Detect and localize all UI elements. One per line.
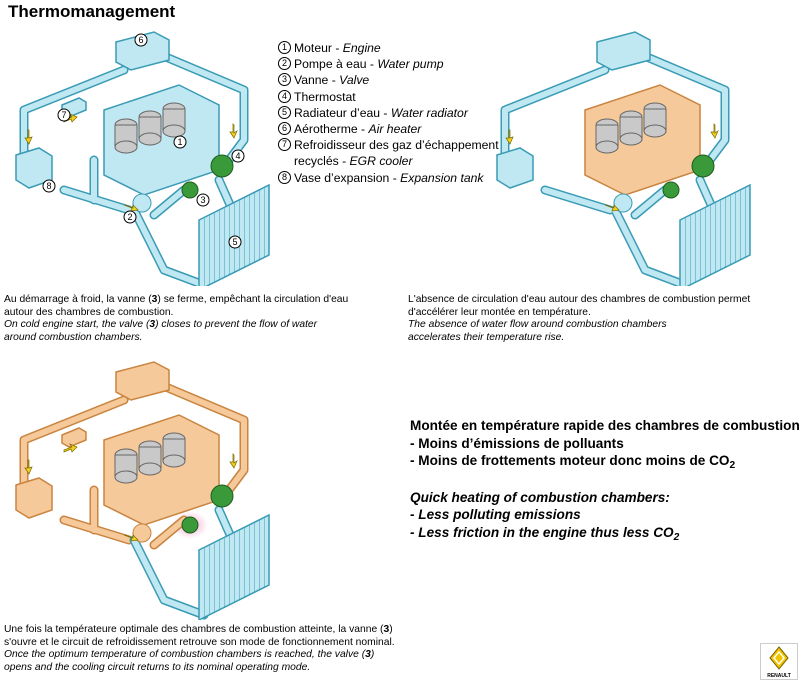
legend-number: 5 bbox=[278, 105, 291, 119]
diagram-label-1: 1 bbox=[177, 137, 182, 147]
summary-fr-title: Montée en température rapide des chambre… bbox=[410, 418, 800, 433]
diagram-label-3: 3 bbox=[200, 195, 205, 205]
legend-label-fr: recyclés - bbox=[294, 154, 350, 169]
diagram-label-5: 5 bbox=[232, 237, 237, 247]
page-title: Thermomanagement bbox=[8, 2, 176, 21]
legend-label-en: Valve bbox=[339, 73, 370, 88]
legend-label-fr: Vanne - bbox=[294, 73, 340, 88]
legend-label-en: Water radiator bbox=[390, 105, 468, 120]
legend-label-fr: Thermostat bbox=[294, 89, 356, 104]
diagram-cold-start: 6 7 1 4 8 3 2 5 bbox=[15, 31, 270, 286]
legend-label-fr: Refroidisseur des gaz d’échappement bbox=[294, 138, 499, 153]
caption-cold-start: Au démarrage à froid, la vanne (3) se fe… bbox=[4, 294, 349, 343]
diagram-label-7: 7 bbox=[61, 110, 66, 120]
legend-number: 2 bbox=[278, 57, 291, 71]
diagram-label-6: 6 bbox=[138, 35, 143, 45]
legend-label-en: Water pump bbox=[377, 57, 444, 72]
diagram-label-4: 4 bbox=[235, 151, 240, 161]
legend-label-en: Engine bbox=[342, 41, 381, 55]
diagram-warming bbox=[496, 31, 751, 286]
legend-number: 6 bbox=[278, 122, 291, 136]
legend-label-fr: Pompe à eau - bbox=[294, 57, 378, 72]
legend-label-en: Air heater bbox=[368, 122, 422, 137]
renault-logo: RENAULT bbox=[760, 643, 798, 680]
legend-label-fr: Moteur - bbox=[294, 41, 343, 55]
legend-number: 8 bbox=[278, 170, 291, 184]
legend-label-en: Expansion tank bbox=[400, 170, 484, 185]
legend-label-en: EGR cooler bbox=[349, 154, 413, 169]
legend-number: 3 bbox=[278, 73, 291, 87]
summary-en-item: - Less friction in the engine thus less … bbox=[410, 524, 680, 543]
summary-fr-item: - Moins d’émissions de polluants bbox=[410, 435, 624, 451]
legend-number: 4 bbox=[278, 89, 291, 103]
summary-block: Montée en température rapide des chambre… bbox=[410, 417, 800, 546]
logo-text: RENAULT bbox=[767, 673, 791, 679]
legend-label-fr: Radiateur d’eau - bbox=[294, 105, 391, 120]
legend-number: 7 bbox=[278, 138, 291, 152]
caption-nominal: Une fois la températeure optimale des ch… bbox=[4, 624, 395, 673]
legend-item: recyclés - EGR cooler bbox=[278, 153, 499, 169]
summary-en-title: Quick heating of combustion chambers: bbox=[410, 489, 670, 505]
summary-fr-item: - Moins de frottements moteur donc moins… bbox=[410, 453, 736, 471]
diagram-label-2: 2 bbox=[127, 212, 132, 222]
legend-label-fr: Aérotherme - bbox=[294, 122, 369, 137]
diagram-nominal bbox=[15, 361, 270, 620]
summary-en-item: - Less polluting emissions bbox=[410, 507, 581, 522]
legend-number: 1 bbox=[278, 41, 291, 54]
legend-label-fr: Vase d’expansion - bbox=[294, 170, 401, 185]
caption-warming: L'absence de circulation d'eau autour de… bbox=[408, 294, 751, 343]
diagram-label-8: 8 bbox=[46, 181, 51, 191]
